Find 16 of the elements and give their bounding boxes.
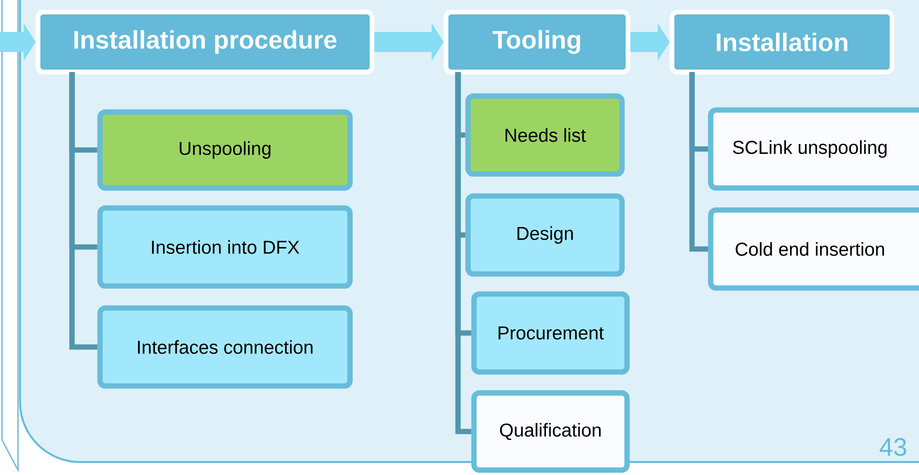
- task-box: Cold end insertion: [708, 207, 919, 291]
- task-box: Interfaces connection: [97, 305, 353, 389]
- task-box: Design: [465, 193, 625, 277]
- task-box: SCLink unspooling: [708, 107, 919, 191]
- tree-line: [455, 72, 472, 434]
- task-box: Qualification: [471, 390, 630, 473]
- tree-line: [689, 72, 708, 252]
- tree-line: [69, 72, 98, 350]
- task-box: Procurement: [471, 291, 630, 375]
- stage-header: Installation procedure: [36, 10, 374, 74]
- task-box: Needs list: [465, 93, 625, 177]
- task-box: Unspooling: [97, 109, 353, 191]
- task-box: Insertion into DFX: [97, 205, 353, 289]
- page-number: 43: [880, 438, 906, 456]
- stage-header: Installation: [670, 10, 894, 74]
- stage-header: Tooling: [444, 10, 630, 74]
